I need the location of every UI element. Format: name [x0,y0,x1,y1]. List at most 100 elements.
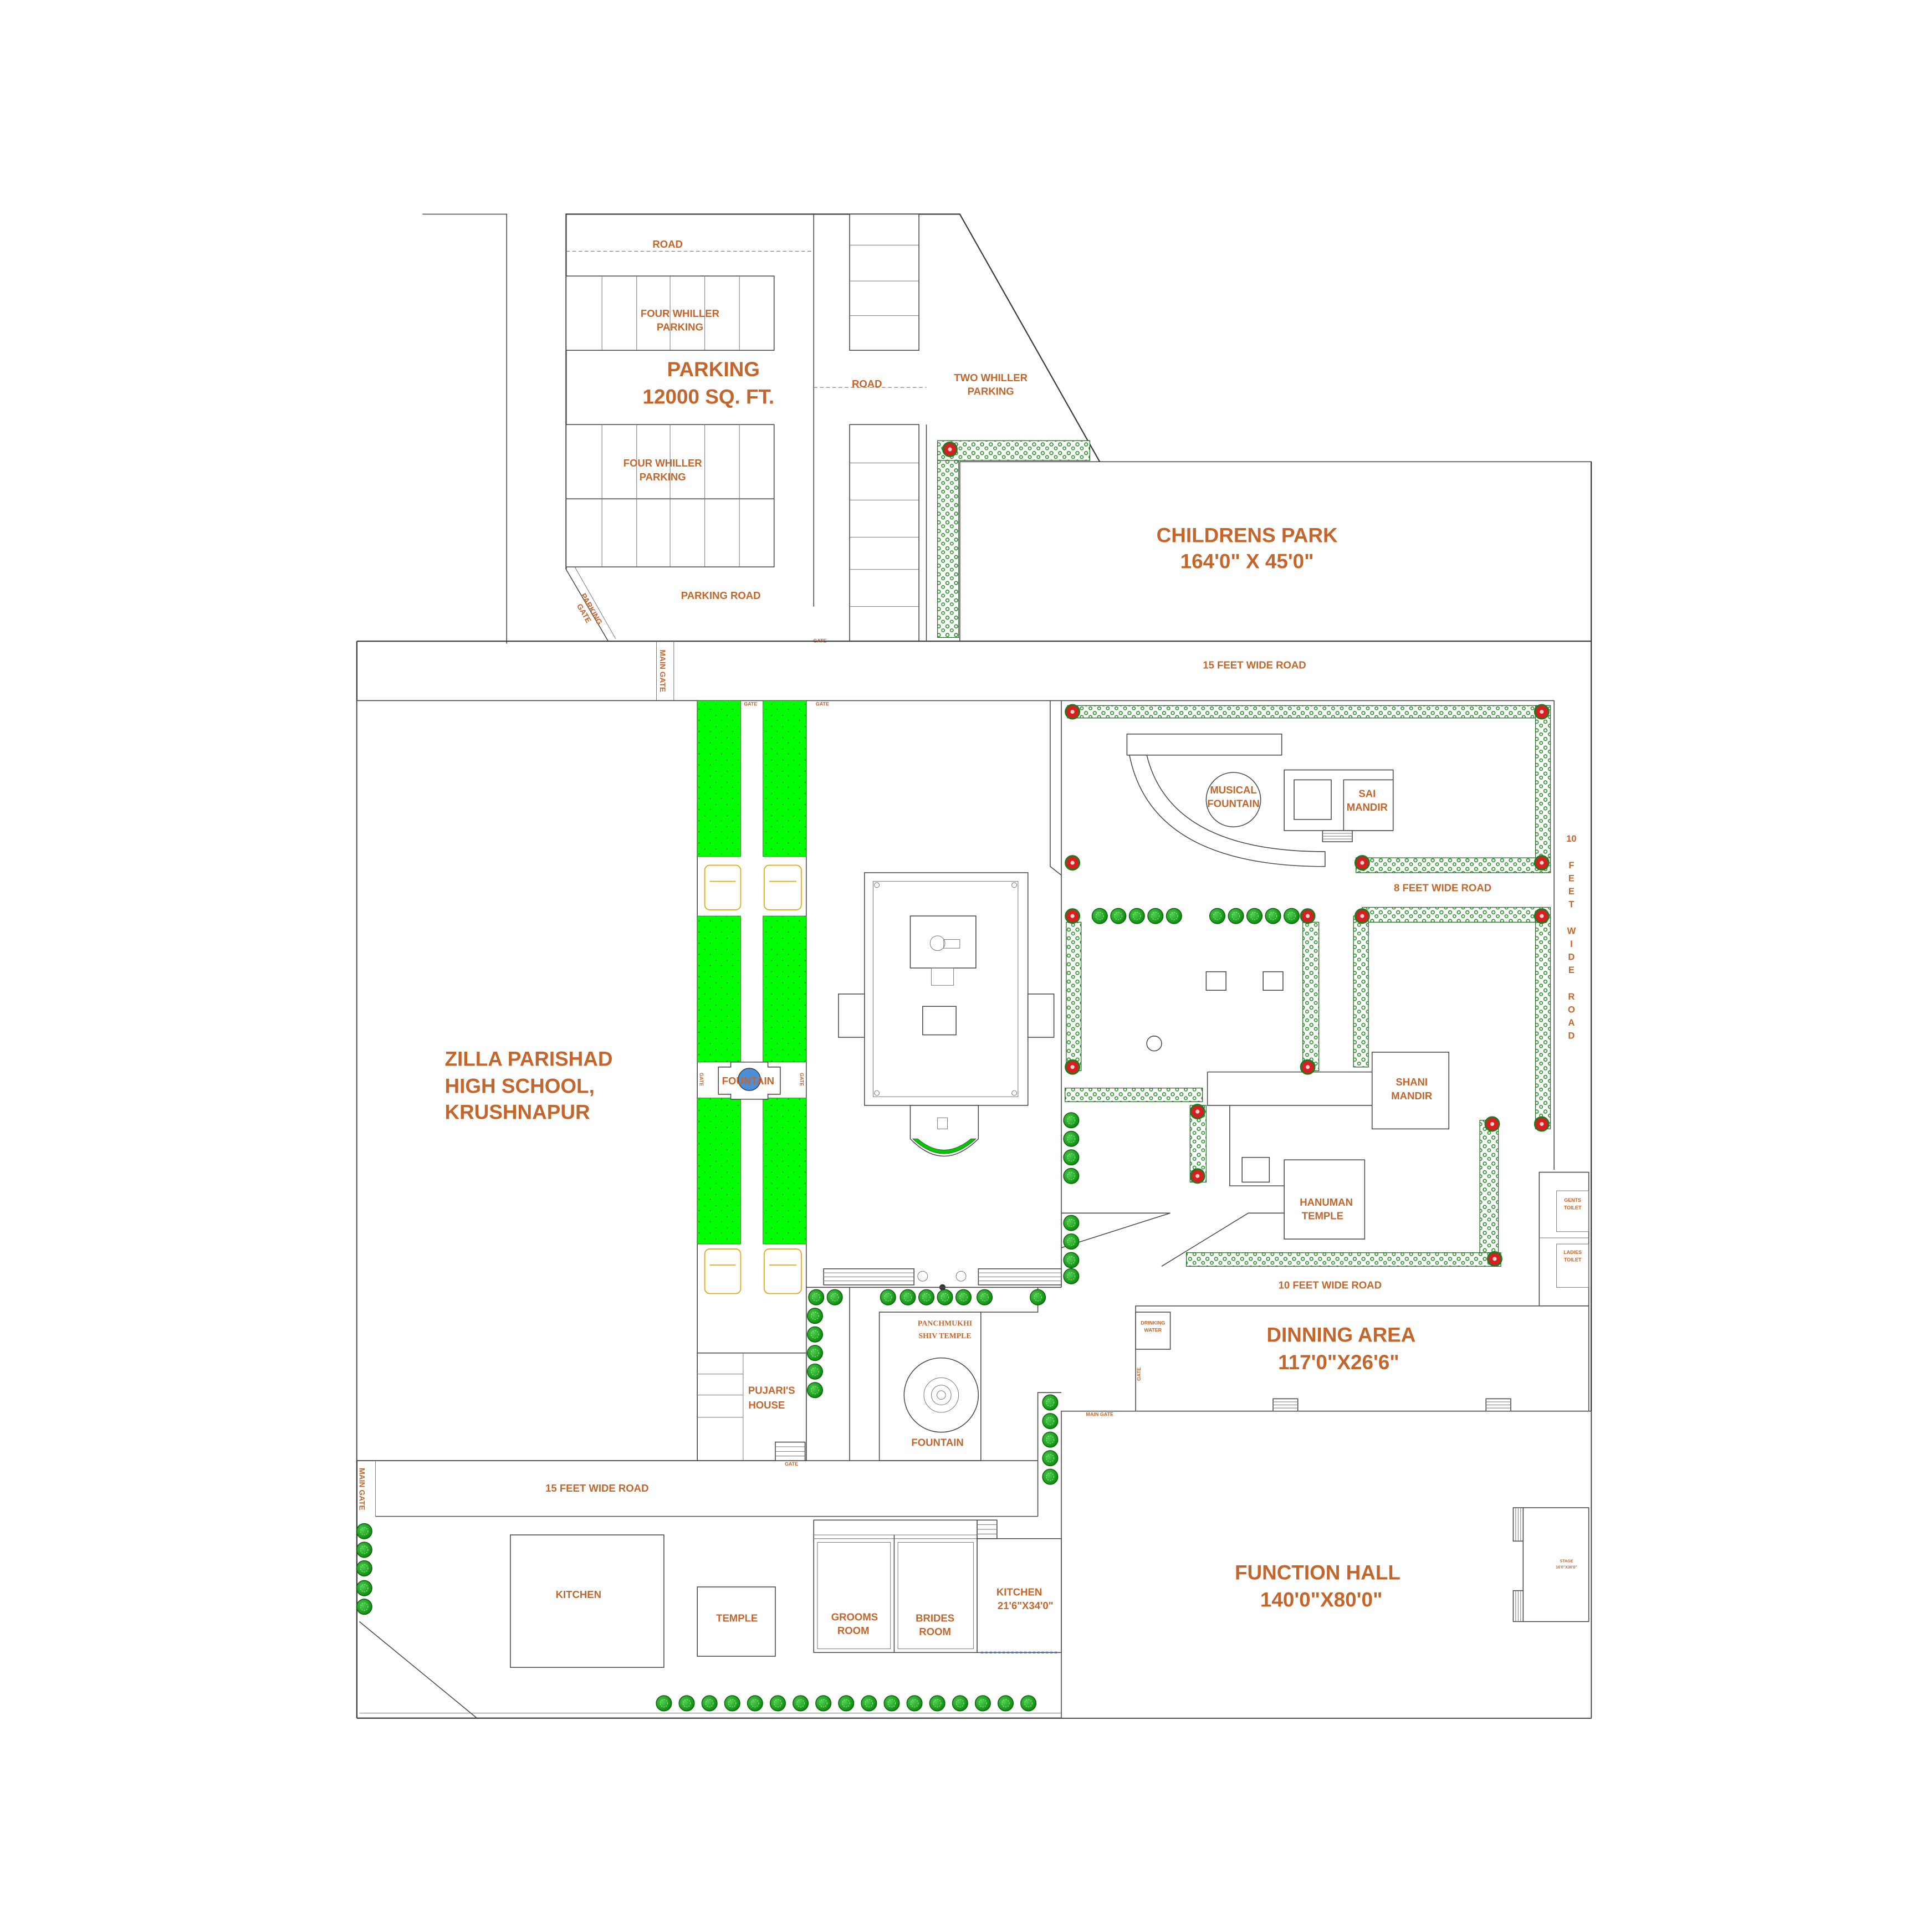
tree-icon [831,1293,839,1302]
tree-icon [865,1699,873,1708]
shiv-fountain-ring [923,1377,959,1413]
tree-icon [1063,1215,1080,1231]
parking-road-label: PARKING ROAD [681,590,761,601]
hedge-right-lawn-top [1362,907,1551,923]
path-edge [1061,1212,1171,1248]
lawn-bed [697,1098,741,1245]
path-edge [1207,1072,1372,1106]
tree-icon [656,1695,672,1712]
pujari-house-label-2: HOUSE [748,1399,785,1411]
flower-icon [1070,861,1075,865]
tree-icon [660,1699,668,1708]
tree-icon [1042,1450,1059,1467]
tree-icon [808,1289,825,1305]
gate-lawn-left-label: GATE [744,701,757,706]
main-kitchen [510,1534,665,1668]
tree-icon [1067,1172,1076,1180]
tree-icon [952,1695,968,1712]
shiv-fountain-ring [931,1385,952,1406]
trees-group [356,441,1550,1712]
musical-fountain-icon [1205,772,1261,828]
hedge-childrens-park-top [937,440,1091,461]
tree-icon [811,1368,819,1376]
tree-icon [826,1289,843,1305]
tree-icon [1110,908,1127,924]
flower-icon [1540,861,1544,865]
school-label-2: HIGH SCHOOL, [445,1075,595,1098]
tree-icon [1067,1153,1076,1161]
temple-door [937,1117,948,1129]
brides-room-label-2: ROOM [919,1626,951,1637]
temple-porch-left [838,994,865,1038]
childrens-park-title: CHILDRENS PARK [1157,524,1338,546]
gate-fountain-left-label: GATE [699,1073,704,1086]
parking-gate-line [565,569,609,642]
tree-icon [747,1695,763,1712]
school-label-1: ZILLA PARISHAD [445,1047,613,1070]
tree-icon [751,1699,759,1708]
hedge-right-upper [1535,705,1551,873]
stall-dividers [601,244,919,607]
temple-step [931,967,954,986]
shiv-temple-label-2: SHIV TEMPLE [918,1332,971,1340]
tree-icon [956,1699,964,1708]
flower-icon [1540,709,1544,714]
tree-icon [976,1289,993,1305]
grooms-room-label-1: GROOMS [831,1611,878,1622]
hedge-bottom [1185,1252,1501,1267]
ladies-toilet-label-2: TOILET [1564,1257,1582,1262]
tree-icon [1063,1149,1080,1166]
four-wheeler-upper-label-2: PARKING [657,321,703,332]
tree-icon [1042,1394,1059,1411]
toilet-block-outline [1539,1171,1589,1307]
tree-icon [1063,1233,1080,1250]
flower-icon [1493,1257,1497,1261]
temple-porch-right [1027,994,1055,1038]
sai-mandir-label-1: SAI [1358,788,1376,800]
dining-title: DINNING AREA [1266,1324,1415,1346]
pujari-house-label-1: PUJARI'S [748,1384,795,1396]
two-wheeler-label-1: TWO WHILLER [954,372,1028,383]
stage-label-2: 16'0"X30'0" [1556,1565,1577,1569]
tree-icon [1030,1289,1046,1305]
hedge-mid-bottom [1065,1087,1203,1102]
sai-mandir-hall [1294,779,1332,820]
pillar-icon [1011,1090,1018,1096]
lawn-fountain-label: FOUNTAIN [722,1075,774,1087]
tree-icon [1001,1699,1010,1708]
hedge-right-lawn-left [1353,915,1369,1068]
flower-icon [1490,1122,1495,1126]
parking-road-mid-label: ROAD [852,378,882,390]
tree-icon [360,1602,369,1611]
tree-icon [910,1699,919,1708]
gate-lawn-right-label: GATE [816,701,829,706]
tree-icon [1128,908,1145,924]
top-road-label: 15 FEET WIDE ROAD [1203,659,1306,670]
tree-icon [356,1580,372,1596]
tree-icon [1063,1130,1080,1147]
bench-icon [763,864,802,910]
tree-icon [1034,1293,1042,1302]
four-wheeler-upper-label-1: FOUR WHILLER [641,308,719,319]
temple-sanctum [909,915,977,969]
tree-icon [678,1695,695,1712]
tree-icon [811,1386,819,1394]
shani-mandir-label-2: MANDIR [1391,1090,1432,1102]
tree-icon [955,1289,972,1305]
tree-icon [1067,1219,1076,1227]
parking-gate-label: PARKING GATE [575,592,604,626]
tree-icon [1046,1398,1055,1407]
eight-feet-road-label: 8 FEET WIDE ROAD [1394,882,1491,893]
tree-icon [356,1560,372,1576]
gate-fountain-right-label: GATE [799,1073,805,1086]
shiv-fountain-label: FOUNTAIN [911,1436,963,1448]
flower-icon [1305,914,1310,918]
flower-icon [1360,861,1364,865]
tree-icon [979,1699,987,1708]
lamp-icon [955,1271,967,1282]
tree-icon [1213,912,1221,920]
brides-room-label-1: BRIDES [916,1612,954,1624]
tree-icon [838,1695,855,1712]
